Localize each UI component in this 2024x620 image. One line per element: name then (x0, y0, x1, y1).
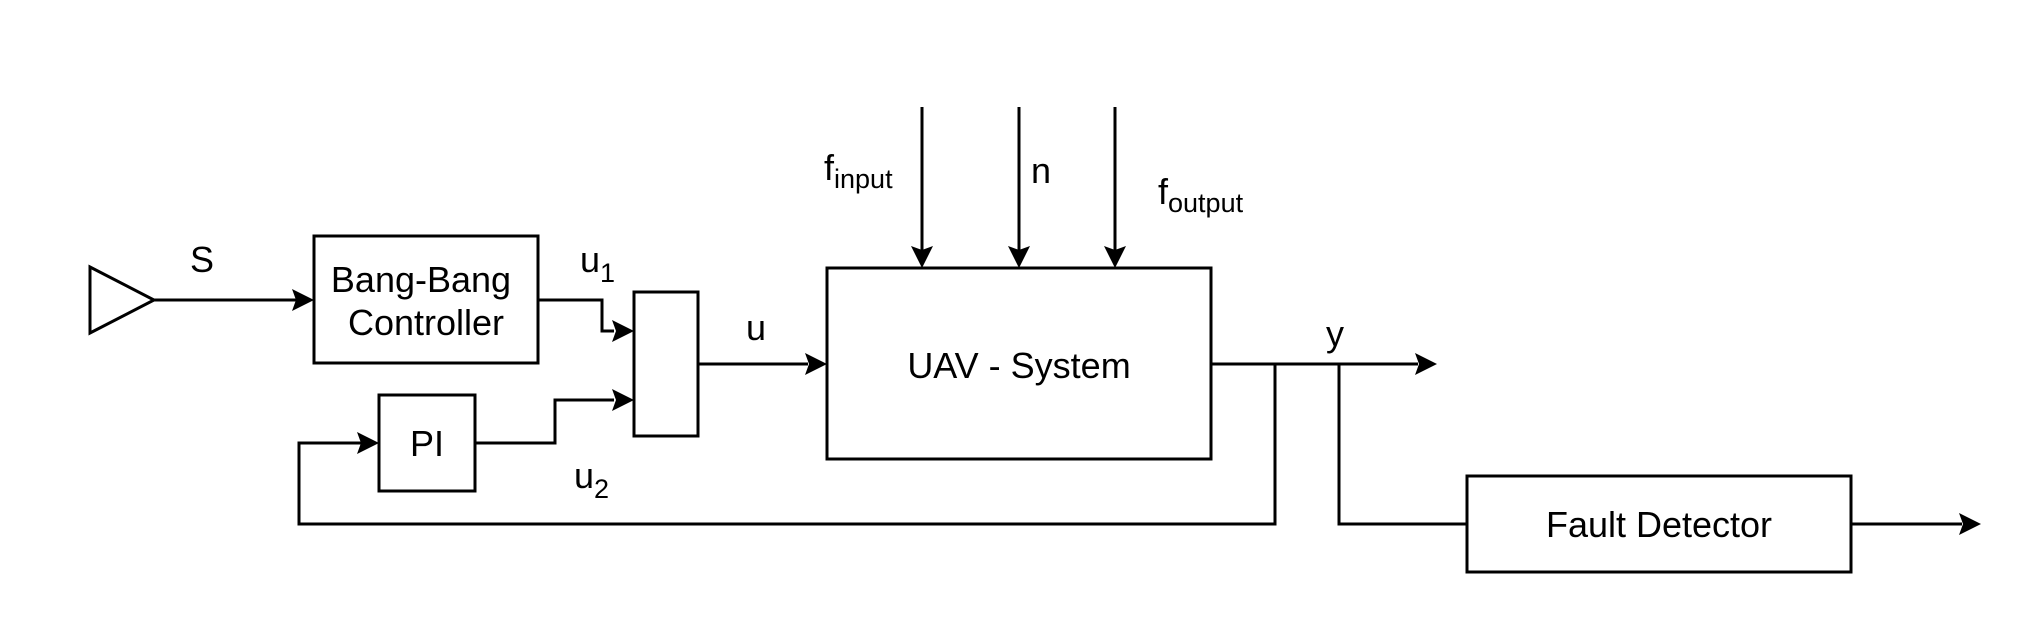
wire-feedback (297, 364, 1277, 526)
signal-label-f-input: finput (824, 147, 893, 194)
arrowhead-y (1415, 353, 1437, 375)
signal-source-triangle (88, 264, 158, 336)
fault-detector-label: Fault Detector (1546, 504, 1772, 545)
arrowhead-u (805, 353, 827, 375)
pi-label: PI (410, 423, 444, 464)
wire-u2 (475, 398, 614, 445)
arrowhead-f-input (911, 246, 933, 268)
arrowhead-fault-detector-output (1959, 513, 1981, 535)
arrowhead-f-output (1104, 246, 1126, 268)
arrowhead-n (1008, 246, 1030, 268)
arrowhead-feedback (357, 432, 379, 454)
bang-bang-controller-block (312, 234, 540, 365)
mux-block (632, 290, 700, 438)
arrowhead-u1 (612, 320, 634, 342)
wire-to-fault-detector (1337, 364, 1467, 526)
signal-label-f-output: foutput (1158, 171, 1244, 218)
bang-bang-controller-label: Bang-Bang Controller (331, 259, 521, 343)
wire-u1 (538, 298, 614, 333)
fault-detector-block (1465, 474, 1853, 574)
signal-label-u1: u1 (580, 239, 615, 288)
signal-label-u: u (746, 307, 766, 348)
arrowhead-u2 (612, 389, 634, 411)
signal-label-y: y (1326, 313, 1344, 354)
uav-system-block (825, 266, 1213, 461)
uav-system-label: UAV - System (907, 345, 1130, 386)
signal-label-n: n (1031, 150, 1051, 191)
signal-label-u2: u2 (574, 455, 609, 504)
arrowhead-s (292, 289, 314, 311)
pi-block (377, 393, 477, 493)
signal-label-s: S (190, 239, 214, 280)
